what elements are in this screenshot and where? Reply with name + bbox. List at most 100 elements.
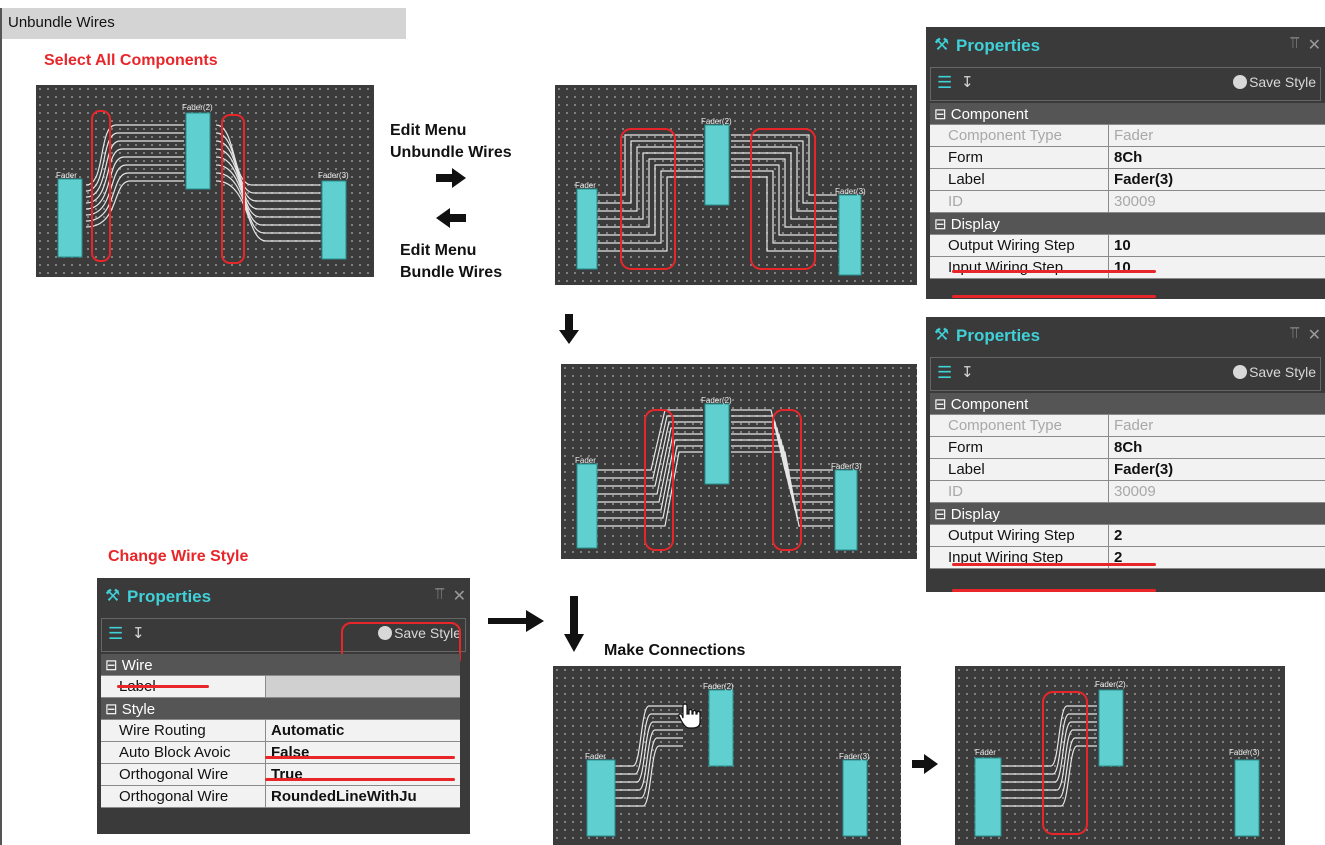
wrench-icon: ⚒ [934, 325, 950, 344]
design-canvas-connected[interactable]: Fader Fader(2) Fader(3) [955, 666, 1285, 845]
property-value[interactable]: 8Ch [1114, 439, 1143, 456]
sort-az-icon[interactable]: ↧ [961, 74, 974, 91]
property-row[interactable]: Label Fader(3) [930, 169, 1325, 191]
page-title: Unbundle Wires [8, 14, 115, 31]
category-wire[interactable]: ⊟ Wire [101, 654, 460, 676]
arrow-right-icon [436, 168, 466, 188]
panel-title: Properties [127, 587, 212, 606]
property-key: Orthogonal Wire [119, 766, 229, 783]
label-fader2: Fader(2) [1095, 680, 1126, 689]
highlight-underline [952, 563, 1156, 566]
panel-toolbar: ☰ ↧ Save Style [930, 357, 1321, 391]
property-key: Wire Routing [119, 722, 206, 739]
arrow-down-icon [559, 314, 579, 344]
property-value[interactable]: 10 [1114, 259, 1131, 276]
step-unbundle-line1: Edit Menu [390, 122, 467, 139]
category-label: ⊟ Style [105, 701, 156, 718]
property-value[interactable]: 2 [1114, 549, 1123, 566]
pin-icon[interactable]: ⫪ [434, 586, 444, 603]
panel-header: ⚒ Properties ⫪ ✕ [926, 317, 1325, 355]
property-value: 30009 [1114, 193, 1156, 210]
arrow-left-icon [436, 208, 466, 228]
property-value[interactable]: Fader(3) [1114, 171, 1174, 188]
property-value[interactable]: Fader(3) [1114, 461, 1174, 478]
properties-panel-top: ⚒ Properties ⫪ ✕ ☰ ↧ Save Style ⊟ Compon… [926, 27, 1325, 299]
property-value[interactable]: RoundedLineWithJu [271, 788, 417, 805]
property-row[interactable]: Component Type Fader [930, 415, 1325, 437]
category-label: ⊟ Display [934, 506, 1000, 523]
label-fader3: Fader(3) [1229, 748, 1260, 757]
category-label: ⊟ Component [934, 106, 1029, 123]
property-grid: ⊟ Wire Label ⊟ Style Wire Routing Automat… [101, 654, 460, 808]
category-display[interactable]: ⊟ Display [930, 213, 1325, 235]
design-canvas-unbundled-step10[interactable]: Fader Fader(2) Fader(3) [555, 85, 917, 285]
categorized-icon[interactable]: ☰ [937, 363, 953, 382]
property-row[interactable]: Wire Routing Automatic [101, 720, 460, 742]
label-fader3: Fader(3) [318, 171, 349, 180]
highlight-underline [952, 270, 1156, 273]
highlight-underline [265, 778, 455, 781]
save-style-label: Save Style [1249, 364, 1316, 380]
heading-make-connections: Make Connections [604, 642, 746, 659]
property-value[interactable]: 8Ch [1114, 149, 1143, 166]
close-icon[interactable]: ✕ [1307, 327, 1321, 344]
save-style-button[interactable]: Save Style [1233, 364, 1316, 380]
pin-icon[interactable]: ⫪ [1289, 325, 1299, 342]
properties-panel-wire: ⚒ Properties ⫪ ✕ ☰ ↧ Save Style ⊟ Wire L… [97, 578, 470, 834]
category-display[interactable]: ⊟ Display [930, 503, 1325, 525]
highlight-underline [265, 756, 455, 759]
category-component[interactable]: ⊟ Component [930, 393, 1325, 415]
label-input[interactable] [266, 676, 460, 697]
property-value[interactable]: 2 [1114, 527, 1123, 544]
panel-header: ⚒ Properties ⫪ ✕ [97, 578, 470, 616]
pin-icon[interactable]: ⫪ [1289, 35, 1299, 52]
categorized-icon[interactable]: ☰ [108, 624, 124, 643]
category-style[interactable]: ⊟ Style [101, 698, 460, 720]
hand-cursor-icon [678, 703, 701, 729]
design-canvas-connecting[interactable]: Fader Fader(2) Fader(3) [553, 666, 901, 845]
sort-az-icon[interactable]: ↧ [961, 364, 974, 381]
wrench-icon: ⚒ [105, 586, 121, 605]
user-icon [378, 626, 393, 640]
arrow-down-icon [564, 596, 584, 652]
highlight-underline [952, 589, 1156, 592]
category-component[interactable]: ⊟ Component [930, 103, 1325, 125]
property-key: Label [948, 171, 985, 188]
property-value: Fader [1114, 417, 1154, 434]
property-key: Auto Block Avoic [119, 744, 231, 761]
save-style-label: Save Style [1249, 74, 1316, 90]
design-canvas-unbundled-step2[interactable]: Fader Fader(2) Fader(3) [561, 364, 917, 559]
save-style-button[interactable]: Save Style [378, 625, 461, 641]
category-label: ⊟ Wire [105, 657, 153, 674]
heading-change-style: Change Wire Style [108, 548, 249, 565]
categorized-icon[interactable]: ☰ [937, 73, 953, 92]
property-value[interactable]: 10 [1114, 237, 1131, 254]
property-row[interactable]: Label [101, 676, 460, 698]
property-value[interactable]: Automatic [271, 722, 345, 739]
save-style-button[interactable]: Save Style [1233, 74, 1316, 90]
step-bundle-line1: Edit Menu [400, 242, 477, 259]
close-icon[interactable]: ✕ [1307, 37, 1321, 54]
step-bundle: Edit Menu Bundle Wires [400, 240, 502, 284]
property-key: Component Type [948, 417, 1062, 434]
design-canvas-bundled[interactable]: Fader Fader(2) Fader(3) [36, 85, 374, 277]
arrow-right-icon [912, 754, 938, 774]
sort-az-icon[interactable]: ↧ [132, 625, 145, 642]
close-icon[interactable]: ✕ [452, 588, 466, 605]
label-fader3: Fader(3) [835, 187, 866, 196]
label-fader: Fader [975, 748, 996, 757]
